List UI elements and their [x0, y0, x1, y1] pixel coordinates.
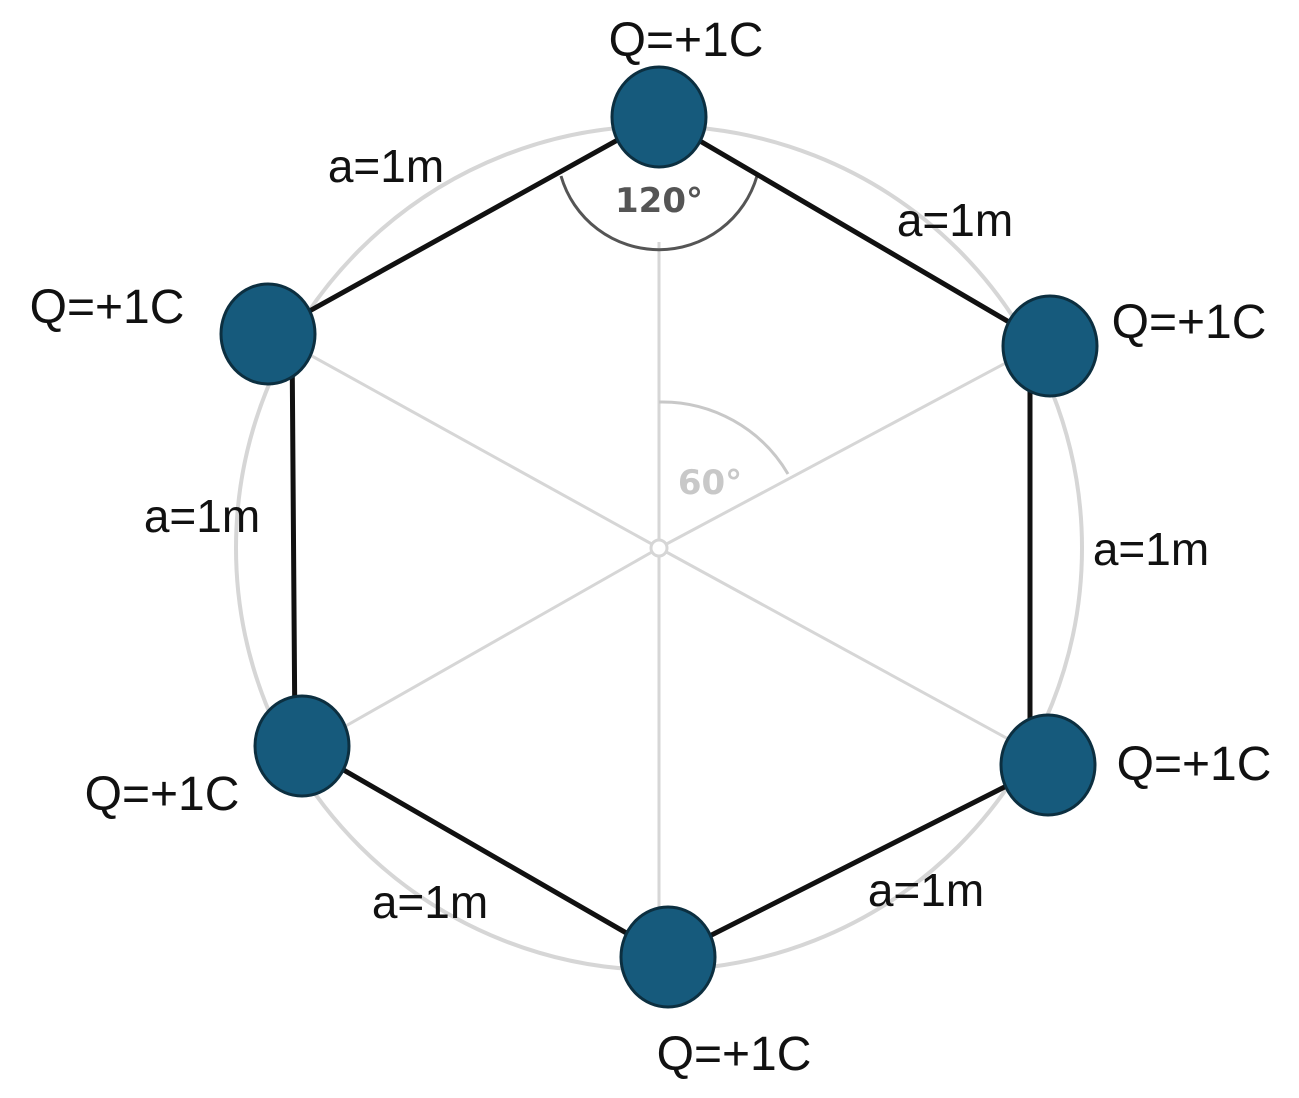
- hexagon-edge-top-left: [265, 114, 662, 337]
- charge-upper-right: [1001, 294, 1099, 398]
- charge-bottom: [619, 905, 717, 1009]
- radial-line-upper-left: [291, 343, 660, 550]
- charge-label-lower-left: Q=+1C: [85, 768, 240, 821]
- charge-label-upper-right: Q=+1C: [1112, 296, 1267, 349]
- hexagon-edges: [265, 114, 1053, 960]
- interior-angle-arc: [559, 175, 759, 252]
- center-point: [649, 538, 669, 558]
- central-angle-label: 60°: [678, 463, 742, 503]
- charge-label-lower-right: Q=+1C: [1117, 738, 1272, 791]
- charge-label-upper-left: Q=+1C: [30, 281, 185, 334]
- side-label-top-left: a=1m: [328, 140, 444, 192]
- charge-lower-right: [999, 713, 1097, 817]
- charge-lower-left: [253, 694, 351, 798]
- side-label-left: a=1m: [144, 490, 260, 542]
- radial-line-lower-left: [299, 546, 660, 754]
- hexagon-edge-top-right: [656, 114, 1053, 349]
- charge-label-top: Q=+1C: [609, 14, 764, 67]
- charge-label-bottom: Q=+1C: [657, 1028, 812, 1081]
- hexagon-edge-left: [289, 331, 298, 749]
- side-label-right: a=1m: [1093, 523, 1209, 575]
- radial-lines: [291, 242, 1033, 935]
- interior-angle-label: 120°: [615, 181, 703, 221]
- hexagon-edge-bottom-left: [299, 743, 671, 960]
- side-label-top-right: a=1m: [897, 194, 1013, 246]
- charge-upper-left: [219, 282, 317, 386]
- central-angle-arc: [658, 400, 790, 475]
- radial-line-upper-right: [658, 348, 1031, 550]
- side-label-bottom-right: a=1m: [868, 864, 984, 916]
- hexagon-edge-bottom-right: [665, 762, 1051, 960]
- charges: [219, 65, 1099, 1009]
- radial-line-lower-right: [658, 546, 1033, 754]
- side-label-bottom-left: a=1m: [372, 876, 488, 928]
- charge-top: [610, 65, 708, 169]
